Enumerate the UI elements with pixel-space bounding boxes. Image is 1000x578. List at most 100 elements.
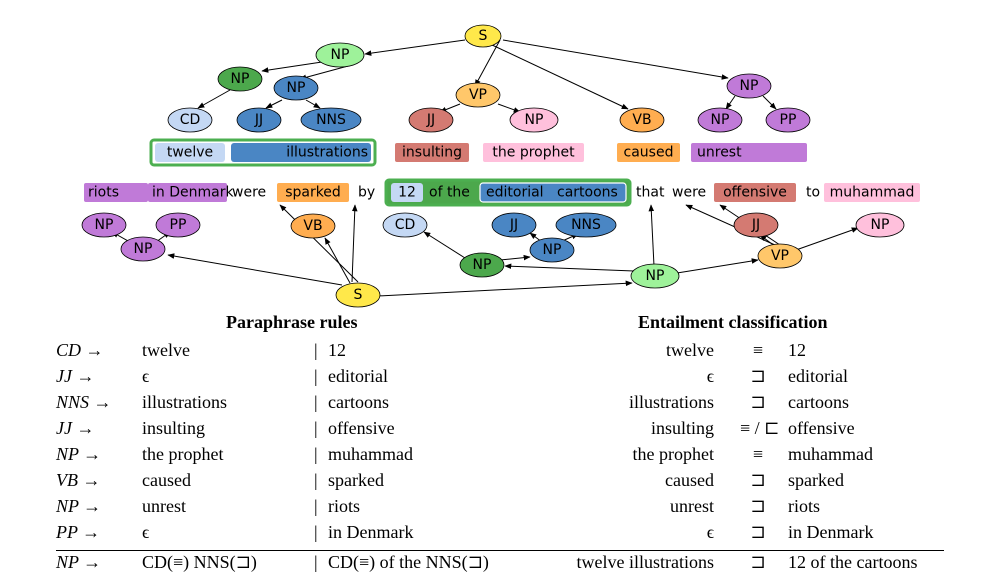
- svg-text:sparked: sparked: [285, 185, 341, 201]
- top-word-twelve: twelve: [155, 143, 225, 162]
- entail-right: 12: [788, 340, 806, 360]
- entailment-classification-header: Entailment classification: [638, 312, 828, 332]
- rule-separator: |: [314, 392, 318, 412]
- bottom-word-by: by: [358, 185, 375, 201]
- rule-rhs1: ϵ: [142, 366, 150, 386]
- bottom-word-12: 12: [391, 183, 423, 202]
- rule-rhs1: illustrations: [142, 392, 227, 412]
- entail-right: editorial: [788, 366, 848, 386]
- top-node-jj: JJ: [236, 107, 282, 133]
- rule-lhs: PP →: [56, 522, 101, 542]
- rule-rhs1: the prophet: [142, 444, 224, 464]
- svg-text:NP: NP: [95, 217, 114, 233]
- svg-text:S: S: [479, 28, 488, 44]
- rule-separator: |: [314, 496, 318, 516]
- rule-lhs: NP →: [56, 444, 102, 464]
- svg-text:caused: caused: [624, 145, 674, 161]
- rule-separator: |: [314, 444, 318, 464]
- svg-text:NP: NP: [871, 217, 890, 233]
- svg-text:S: S: [354, 287, 363, 303]
- bottom-node-np-right: NP: [630, 263, 680, 289]
- rule-rhs2: muhammad: [328, 444, 413, 464]
- table-row: NP →CD(≡) NNS(⊐)|CD(≡) of the NNS(⊐)twel…: [56, 552, 956, 578]
- top-np-group-box: [149, 138, 377, 167]
- svg-text:NP: NP: [231, 71, 250, 87]
- bottom-node-np-inner: NP: [529, 237, 575, 263]
- top-node-vp-np: NP: [509, 107, 559, 133]
- bottom-node-np-left: NP: [120, 236, 166, 262]
- rule-rhs2: editorial: [328, 366, 388, 386]
- entail-right: in Denmark: [788, 522, 874, 542]
- bottom-word-muhammad: muhammad: [824, 183, 920, 202]
- entail-relation: ≡: [752, 340, 764, 360]
- entail-right: sparked: [788, 470, 844, 490]
- svg-text:NP: NP: [473, 257, 492, 273]
- svg-text:12: 12: [398, 185, 416, 201]
- paraphrase-rules-header: Paraphrase rules: [226, 312, 358, 332]
- svg-text:CD: CD: [180, 112, 201, 128]
- rule-rhs2: cartoons: [328, 392, 389, 412]
- rule-lhs: NNS →: [56, 392, 112, 412]
- parse-tree-diagram: S NP NP NP CD JJ NNS VP JJ NP VB NP NP P…: [81, 24, 920, 308]
- rule-rhs2: in Denmark: [328, 522, 414, 542]
- entail-right: riots: [788, 496, 821, 516]
- entail-left: ϵ: [706, 366, 714, 386]
- rule-separator: |: [314, 340, 318, 360]
- entail-relation: ⊐: [750, 366, 766, 386]
- bottom-node-vp-jj: JJ: [733, 212, 779, 238]
- svg-text:NP: NP: [331, 47, 350, 63]
- rule-lhs: VB →: [56, 470, 101, 490]
- svg-text:twelve: twelve: [167, 145, 213, 161]
- bottom-node-nns: NNS: [555, 212, 617, 238]
- rule-lhs: JJ →: [56, 366, 95, 386]
- bottom-word-were1: were: [232, 185, 266, 201]
- top-node-cd: CD: [167, 107, 213, 133]
- entail-relation: ⊐: [750, 470, 766, 490]
- rule-separator: |: [314, 470, 318, 490]
- entail-relation: ⊐: [750, 496, 766, 516]
- entail-left: twelve illustrations: [576, 552, 714, 572]
- svg-text:in Denmark: in Denmark: [152, 185, 234, 201]
- svg-text:JJ: JJ: [426, 112, 435, 128]
- entail-relation: ≡: [752, 444, 764, 464]
- entail-left: insulting: [650, 418, 714, 438]
- svg-text:insulting: insulting: [402, 145, 462, 161]
- rule-separator: |: [314, 552, 318, 572]
- bottom-word-to: to: [806, 185, 820, 201]
- svg-text:NP: NP: [740, 78, 759, 94]
- svg-text:VP: VP: [771, 248, 789, 264]
- svg-text:JJ: JJ: [509, 217, 518, 233]
- bottom-node-np-g: NP: [459, 252, 505, 278]
- bottom-word-editorial-cartoons: editorial cartoons: [479, 182, 627, 203]
- rule-lhs: JJ →: [56, 418, 95, 438]
- svg-text:VB: VB: [303, 218, 322, 234]
- rule-lhs: NP →: [56, 552, 102, 572]
- bottom-word-riots: riots: [84, 183, 148, 202]
- entail-left: ϵ: [706, 522, 714, 542]
- top-word-insulting: insulting: [395, 143, 469, 162]
- svg-text:CD: CD: [395, 217, 416, 233]
- top-word-illustrations: illustrations: [231, 143, 371, 162]
- rule-separator: |: [314, 418, 318, 438]
- rule-lhs: NP →: [56, 496, 102, 516]
- svg-text:PP: PP: [780, 112, 797, 128]
- table-rule: [56, 550, 944, 551]
- top-node-np-r-np: NP: [697, 107, 743, 133]
- entail-right: cartoons: [788, 392, 849, 412]
- entail-left: the prophet: [632, 444, 714, 464]
- entail-right: offensive: [788, 418, 855, 438]
- top-node-np-r-pp: PP: [765, 107, 811, 133]
- top-node-vp: VP: [455, 82, 501, 108]
- bottom-word-were2: were: [672, 185, 706, 201]
- rule-rhs1: insulting: [142, 418, 206, 438]
- svg-text:NP: NP: [134, 241, 153, 257]
- top-node-vb: VB: [619, 107, 665, 133]
- entail-left: unrest: [670, 496, 714, 516]
- entail-relation: ⊐: [750, 522, 766, 542]
- entail-relation: ⊐: [750, 392, 766, 412]
- top-word-caused: caused: [617, 143, 680, 162]
